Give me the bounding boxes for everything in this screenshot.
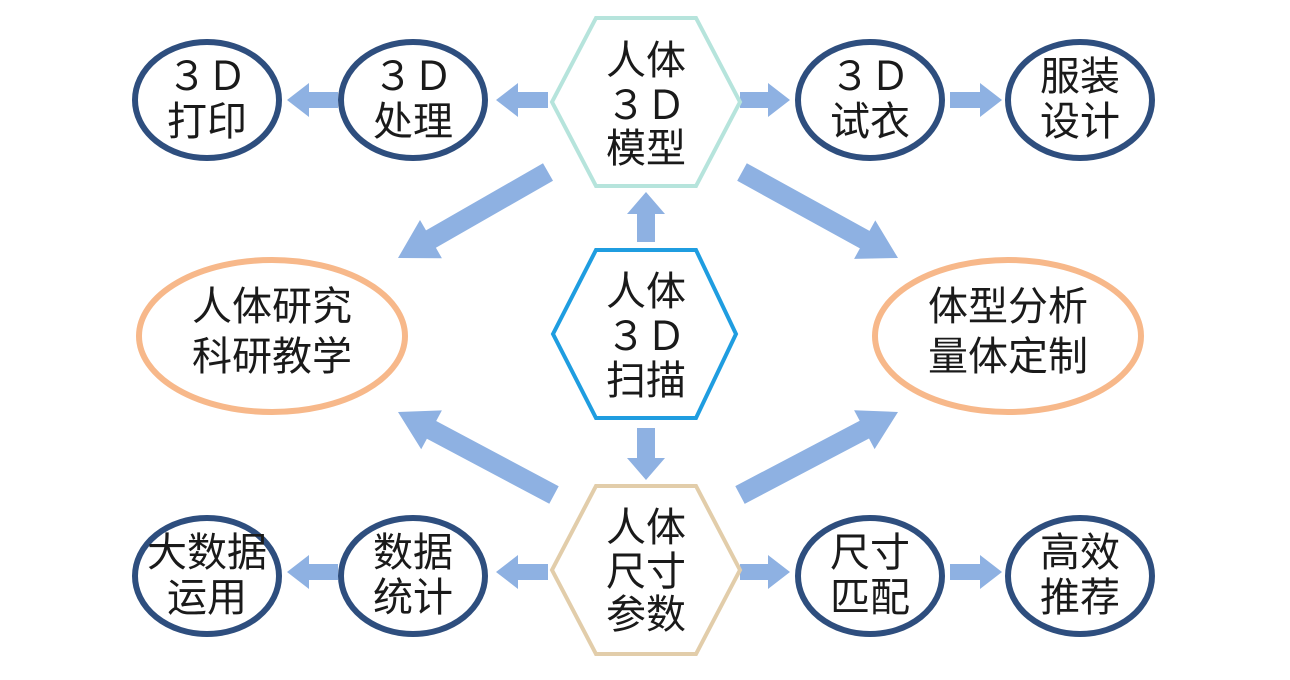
hex-scan: 人体 ３Ｄ 扫描 bbox=[550, 248, 739, 420]
hex-size-line-1: 人体 bbox=[606, 505, 686, 551]
hex-size-line-3: 参数 bbox=[606, 592, 686, 638]
node-3d-print: ３Ｄ 打印 bbox=[132, 39, 282, 161]
node-recommend-line-1: 高效 bbox=[1040, 530, 1120, 576]
node-3d-process: ３Ｄ 处理 bbox=[338, 39, 488, 161]
node-fashion-design-line-2: 设计 bbox=[1040, 99, 1120, 145]
node-research-teaching: 人体研究 科研教学 bbox=[136, 257, 408, 415]
node-recommend: 高效 推荐 bbox=[1005, 515, 1155, 637]
node-big-data: 大数据 运用 bbox=[132, 515, 282, 637]
arrow-size-to-research bbox=[398, 410, 559, 504]
arrow-model-to-tryon bbox=[740, 83, 790, 117]
arrow-match-to-recommend bbox=[950, 555, 1002, 589]
hex-size: 人体 尺寸 参数 bbox=[549, 484, 743, 656]
node-3d-tryon: ３Ｄ 试衣 bbox=[795, 39, 945, 161]
node-data-stats-line-1: 数据 bbox=[373, 530, 453, 576]
arrow-scan-to-size bbox=[627, 428, 665, 480]
node-bodytype-custom: 体型分析 量体定制 bbox=[872, 257, 1144, 415]
hex-model-line-3: 模型 bbox=[606, 126, 686, 172]
node-bodytype-line-2: 量体定制 bbox=[928, 334, 1088, 380]
node-3d-process-line-1: ３Ｄ bbox=[373, 54, 453, 100]
arrow-size-to-stats bbox=[496, 555, 548, 589]
node-size-match-line-2: 匹配 bbox=[830, 575, 910, 621]
arrows-layer bbox=[287, 83, 1002, 589]
arrow-process-to-print bbox=[287, 83, 338, 117]
arrow-size-to-bodytype bbox=[735, 410, 898, 504]
hex-model: 人体 ３Ｄ 模型 bbox=[549, 16, 743, 188]
hex-scan-line-2: ３Ｄ bbox=[606, 314, 686, 360]
node-3d-process-line-2: 处理 bbox=[373, 99, 453, 145]
hex-model-line-1: 人体 bbox=[606, 38, 686, 84]
hex-scan-line-1: 人体 bbox=[606, 269, 686, 315]
hex-size-line-2: 尺寸 bbox=[606, 549, 686, 595]
arrow-model-to-bodytype bbox=[737, 163, 898, 259]
hex-model-line-2: ３Ｄ bbox=[606, 83, 686, 129]
node-size-match: 尺寸 匹配 bbox=[795, 515, 945, 637]
hex-scan-line-3: 扫描 bbox=[606, 358, 686, 404]
node-fashion-design: 服装 设计 bbox=[1005, 39, 1155, 161]
node-research-line-1: 人体研究 bbox=[192, 284, 352, 330]
arrow-model-to-research bbox=[398, 163, 553, 259]
arrow-stats-to-bigdata bbox=[287, 555, 338, 589]
node-3d-print-line-2: 打印 bbox=[167, 99, 247, 145]
node-3d-tryon-line-2: 试衣 bbox=[830, 99, 910, 145]
node-size-match-line-1: 尺寸 bbox=[830, 530, 910, 576]
node-big-data-line-2: 运用 bbox=[167, 575, 247, 621]
arrow-size-to-match bbox=[740, 555, 790, 589]
node-3d-print-line-1: ３Ｄ bbox=[167, 54, 247, 100]
node-big-data-line-1: 大数据 bbox=[147, 530, 267, 576]
node-3d-tryon-line-1: ３Ｄ bbox=[830, 54, 910, 100]
node-research-line-2: 科研教学 bbox=[192, 334, 352, 380]
arrow-tryon-to-fashion bbox=[950, 83, 1002, 117]
node-recommend-line-2: 推荐 bbox=[1040, 575, 1120, 621]
node-fashion-design-line-1: 服装 bbox=[1040, 54, 1120, 100]
node-data-stats-line-2: 统计 bbox=[373, 575, 453, 621]
arrow-scan-to-model bbox=[627, 192, 665, 242]
arrow-model-to-process bbox=[496, 83, 548, 117]
node-bodytype-line-1: 体型分析 bbox=[928, 284, 1088, 330]
node-data-stats: 数据 统计 bbox=[338, 515, 488, 637]
